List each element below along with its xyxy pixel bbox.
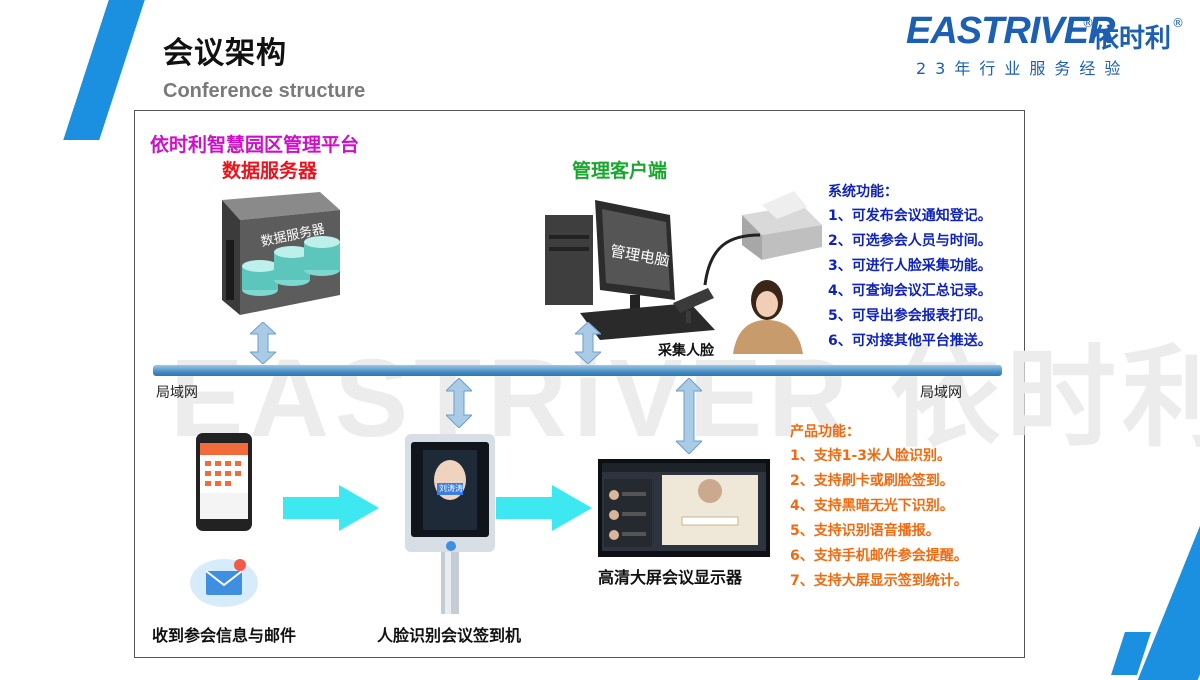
face-capture-label: 采集人脸	[658, 343, 714, 359]
brand-logo-cn: 依时利	[1093, 24, 1172, 54]
kiosk-to-display-arrow	[496, 485, 592, 531]
display-lan-arrow	[676, 378, 702, 454]
product-functions-item: 6、支持手机邮件参会提醒。	[790, 548, 968, 564]
system-functions-item: 3、可进行人脸采集功能。	[828, 258, 992, 274]
system-functions-item: 6、可对接其他平台推送。	[828, 333, 992, 349]
product-functions-item: 5、支持识别语音播报。	[790, 523, 940, 539]
brand-slogan: 23年行业服务经验	[916, 59, 1130, 78]
phone-illustration	[196, 433, 252, 531]
client-lan-arrow	[575, 322, 601, 364]
product-functions-heading: 产品功能：	[790, 424, 860, 440]
phone-caption: 收到参会信息与邮件	[152, 626, 297, 645]
top-left-stripe	[63, 0, 145, 140]
right-edge-stripe	[1137, 520, 1200, 680]
kiosk-caption: 人脸识别会议签到机	[377, 626, 522, 645]
registered-mark: ®	[1082, 16, 1094, 30]
system-functions-heading: 系统功能：	[828, 184, 898, 200]
lan-label-left: 局域网	[156, 385, 198, 401]
product-functions-item: 4、支持黑暗无光下识别。	[790, 498, 954, 514]
person-illustration	[733, 280, 803, 354]
mail-icon	[190, 559, 258, 607]
server-lan-arrow	[250, 322, 276, 364]
system-functions-item: 4、可查询会议汇总记录。	[828, 283, 992, 299]
display-caption: 高清大屏会议显示器	[598, 568, 743, 587]
kiosk-illustration	[405, 434, 495, 614]
brand-logo: EASTRIVER	[906, 10, 1115, 52]
computer-illustration: 管理电脑	[545, 200, 715, 340]
registered-mark-cn: ®	[1172, 16, 1184, 30]
system-functions-item: 2、可选参会人员与时间。	[828, 233, 992, 249]
client-title: 管理客户端	[572, 160, 668, 182]
disk-stack-1	[242, 260, 278, 296]
platform-title: 依时利智慧园区管理平台	[150, 134, 360, 156]
system-functions-item: 5、可导出参会报表打印。	[828, 308, 992, 324]
page-subtitle: Conference structure	[163, 80, 366, 102]
server-title: 数据服务器	[222, 160, 318, 182]
printer-cable	[703, 233, 761, 286]
kiosk-lan-arrow	[446, 378, 472, 428]
disk-stack-3	[304, 236, 340, 276]
printer-illustration	[742, 191, 822, 260]
product-functions-item: 1、支持1-3米人脸识别。	[790, 448, 952, 464]
page-title: 会议架构	[163, 36, 287, 71]
product-functions-item: 7、支持大屏显示签到统计。	[790, 573, 968, 589]
kiosk-screen-tag: 刘涛涛	[439, 484, 463, 493]
system-functions-item: 1、可发布会议通知登记。	[828, 208, 992, 224]
face-camera-illustration	[673, 288, 714, 323]
disk-stack-2	[274, 246, 310, 286]
phone-to-kiosk-arrow	[283, 485, 379, 531]
lan-bus	[153, 365, 1002, 376]
product-functions-item: 2、支持刷卡或刷脸签到。	[790, 473, 954, 489]
server-illustration: 数据服务器	[222, 192, 340, 315]
lan-label-right: 局域网	[920, 385, 962, 401]
display-illustration	[598, 459, 770, 557]
